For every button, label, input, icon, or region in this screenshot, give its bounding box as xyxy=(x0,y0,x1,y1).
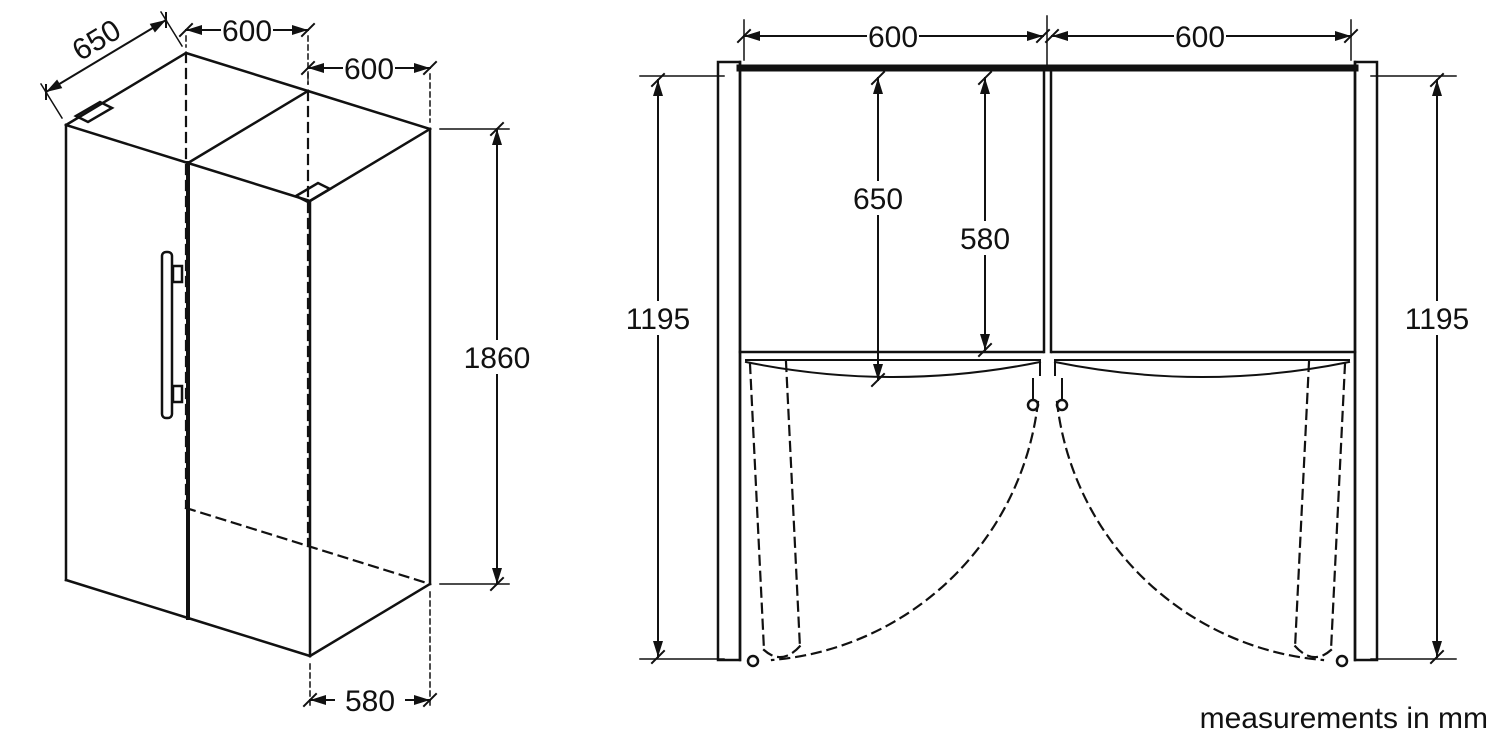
iso-dim-height-1860: 1860 xyxy=(439,121,535,592)
iso-dim-width-left-600: 600 xyxy=(178,13,316,85)
iso-depth-top-label: 650 xyxy=(67,14,127,68)
plan-view: 600 600 650 xyxy=(617,15,1478,668)
iso-width-right-label: 600 xyxy=(344,53,394,86)
plan-dim-depth-650: 650 xyxy=(843,70,913,388)
plan-dim-clearance-right-1195: 1195 xyxy=(1370,72,1478,665)
left-door-open-handle-icon xyxy=(746,654,760,668)
left-wall-hatch xyxy=(716,60,742,662)
plan-dim-depth-580: 580 xyxy=(950,70,1020,358)
iso-width-left-label: 600 xyxy=(222,15,272,48)
plan-dim-width-right-600: 600 xyxy=(1044,19,1359,61)
iso-height-label: 1860 xyxy=(464,342,531,375)
iso-view: 650 600 600 xyxy=(39,10,535,718)
iso-dim-depth-650: 650 xyxy=(39,10,184,120)
plan-dim-width-left-600: 600 xyxy=(736,19,1051,61)
right-door-hinge-icon xyxy=(293,181,333,204)
plan-depth-door-label: 650 xyxy=(853,183,903,216)
iso-door-handle xyxy=(160,250,184,420)
right-door-swing-arc xyxy=(1055,400,1325,662)
right-wall-hatch xyxy=(1353,60,1379,662)
plan-clearance-left-label: 1195 xyxy=(626,303,691,336)
plan-clearance-right-label: 1195 xyxy=(1405,303,1470,336)
plan-doors-closed xyxy=(744,359,1351,412)
plan-cabinet-bodies xyxy=(736,15,1359,354)
iso-dim-width-right-600: 600 xyxy=(300,51,438,123)
iso-hidden-edges xyxy=(184,51,432,586)
iso-depth-bottom-label: 580 xyxy=(345,685,395,718)
measurements-note: measurements in mm xyxy=(1200,702,1488,735)
plan-dim-clearance-left-1195: 1195 xyxy=(617,72,725,665)
right-door-open-handle-icon xyxy=(1335,654,1349,668)
iso-cabinet-edges xyxy=(64,51,432,658)
plan-walls xyxy=(716,60,1379,662)
left-door-hinge-icon xyxy=(73,100,115,124)
plan-width-left-label: 600 xyxy=(868,21,918,54)
iso-hinges xyxy=(73,100,333,204)
plan-width-right-label: 600 xyxy=(1175,21,1225,54)
plan-doors-open xyxy=(746,360,1349,668)
iso-dim-depth-580: 580 xyxy=(302,591,438,718)
plan-depth-body-label: 580 xyxy=(960,223,1010,256)
left-door-swing-arc xyxy=(770,400,1040,662)
